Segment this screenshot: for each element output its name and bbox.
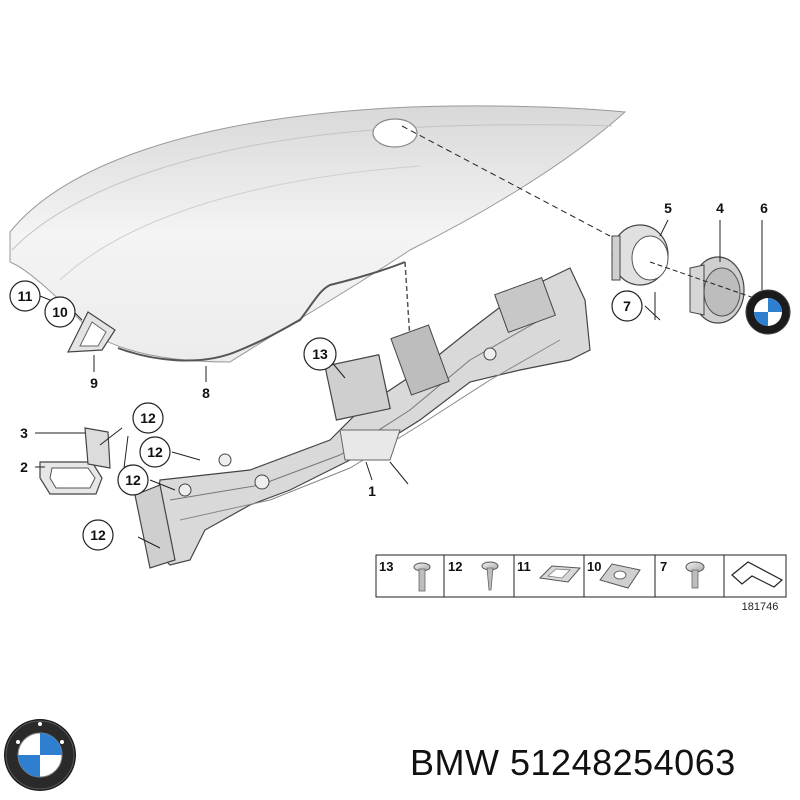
leader-lines bbox=[35, 219, 763, 549]
bracket-2 bbox=[39, 461, 103, 495]
legend-item-11: 11 bbox=[517, 559, 531, 574]
label-6: 6 bbox=[760, 200, 768, 216]
lock-carrier bbox=[134, 267, 591, 569]
emblem-motor-4 bbox=[689, 256, 745, 324]
legend-item-10: 10 bbox=[587, 559, 601, 574]
svg-text:12: 12 bbox=[147, 444, 163, 460]
screw-7-icon bbox=[685, 561, 705, 589]
clip-nut-11-icon bbox=[538, 565, 582, 583]
svg-text:7: 7 bbox=[623, 298, 631, 314]
trunk-lid bbox=[9, 105, 627, 363]
callout-13: 13 bbox=[303, 337, 337, 371]
legend-item-7: 7 bbox=[660, 559, 667, 574]
label-9: 9 bbox=[90, 375, 98, 391]
callout-12-a: 12 bbox=[132, 402, 164, 434]
svg-text:11: 11 bbox=[18, 288, 33, 304]
bmw-badge-6 bbox=[745, 289, 791, 335]
label-5: 5 bbox=[664, 200, 672, 216]
guide-line-emblem-2 bbox=[649, 261, 761, 301]
bmw-logo bbox=[4, 719, 76, 791]
label-1: 1 bbox=[368, 483, 376, 499]
svg-text:12: 12 bbox=[125, 472, 141, 488]
callout-12-c: 12 bbox=[117, 464, 149, 496]
emblem-holder-5 bbox=[611, 224, 669, 286]
callout-7: 7 bbox=[611, 290, 643, 322]
part-number: 51248254063 bbox=[510, 742, 736, 783]
label-8: 8 bbox=[202, 385, 210, 401]
callout-12-b: 12 bbox=[139, 436, 171, 468]
fastener-legend: 13 12 11 10 7 bbox=[375, 554, 787, 598]
release-cable bbox=[117, 261, 406, 362]
label-2: 2 bbox=[20, 459, 28, 475]
label-4: 4 bbox=[716, 200, 724, 216]
legend-item-13: 13 bbox=[379, 559, 393, 574]
direction-arrow-icon bbox=[731, 561, 784, 588]
figure-number: 181746 bbox=[742, 601, 779, 613]
label-3: 3 bbox=[20, 425, 28, 441]
callout-10: 10 bbox=[44, 296, 76, 328]
callout-11: 11 bbox=[9, 280, 41, 312]
clip-nut-10-icon bbox=[599, 563, 641, 589]
svg-text:10: 10 bbox=[52, 304, 68, 320]
callout-12-d: 12 bbox=[82, 519, 114, 551]
screw-12-icon bbox=[481, 561, 499, 591]
plate-3 bbox=[84, 427, 111, 469]
legend-item-12: 12 bbox=[448, 559, 462, 574]
svg-text:12: 12 bbox=[90, 527, 106, 543]
brand-name: BMW bbox=[410, 742, 500, 783]
screw-13-icon bbox=[413, 562, 431, 592]
release-cable-2 bbox=[404, 261, 411, 341]
part-caption: BMW 51248254063 bbox=[410, 742, 736, 784]
svg-text:12: 12 bbox=[140, 410, 156, 426]
svg-text:13: 13 bbox=[312, 346, 328, 362]
clip-9 bbox=[66, 311, 116, 353]
